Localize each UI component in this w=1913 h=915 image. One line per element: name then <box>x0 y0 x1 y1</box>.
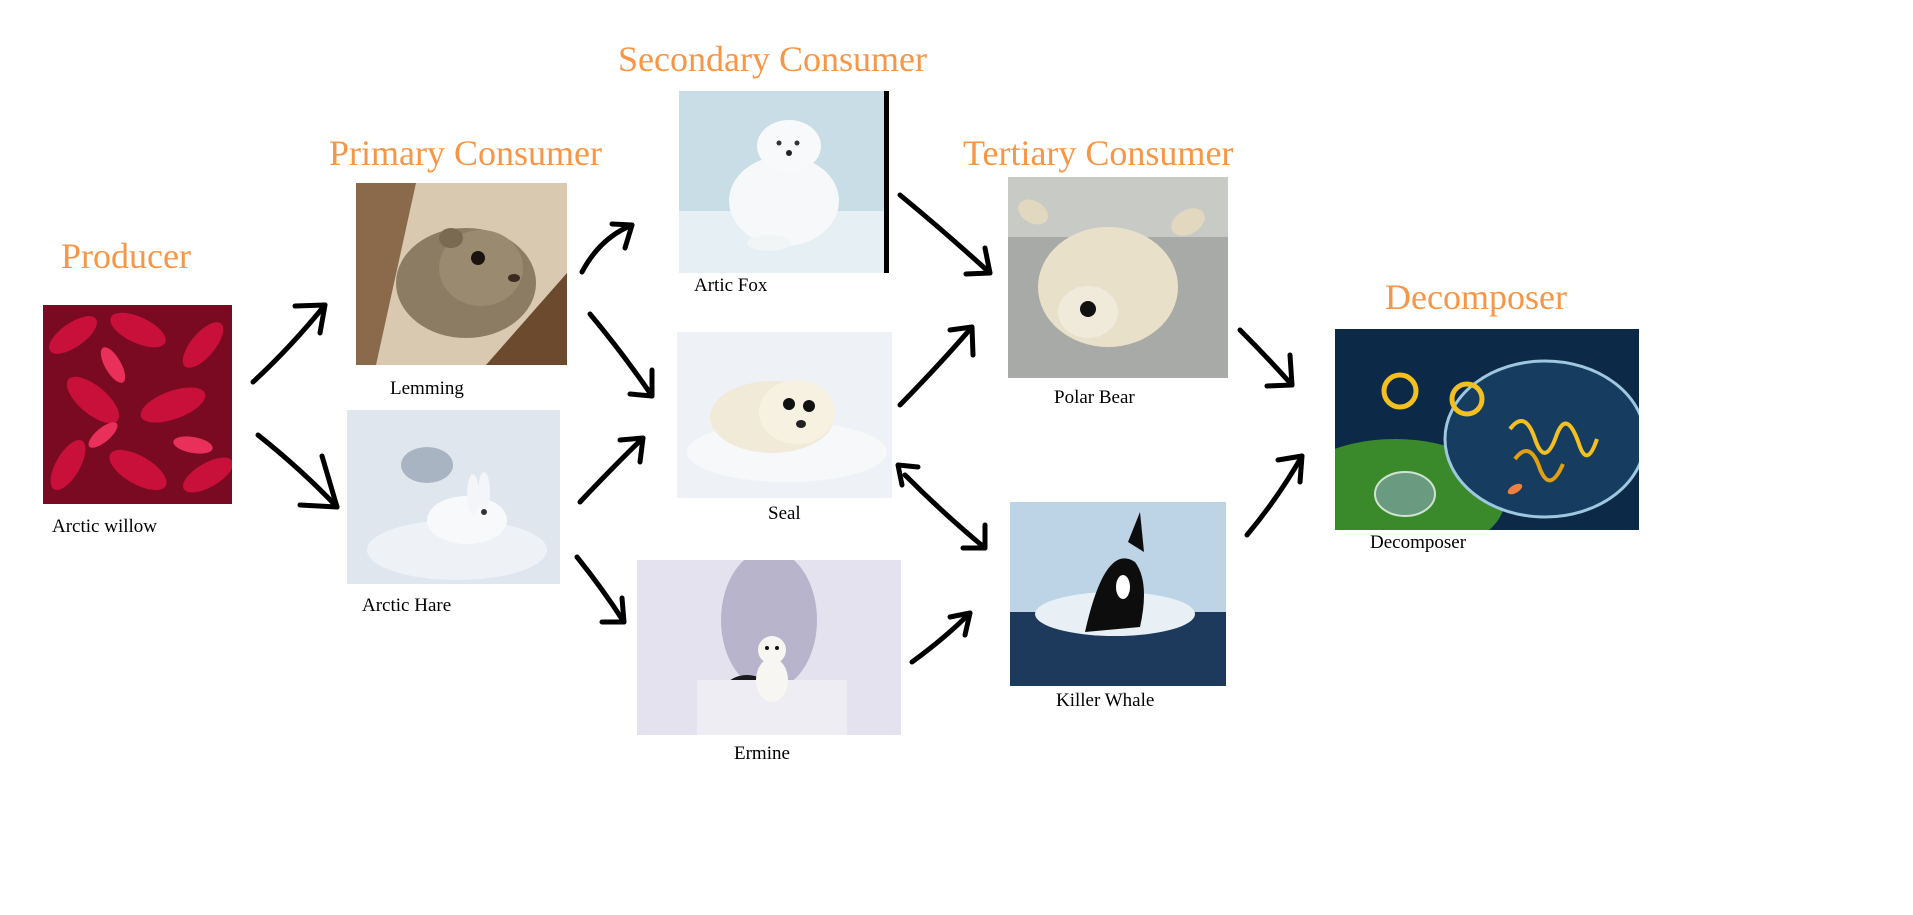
arrow-arctic-hare-to-ermine <box>574 554 627 625</box>
artic-fox-image <box>679 91 889 273</box>
heading-primary-consumer: Primary Consumer <box>329 133 602 173</box>
arctic-willow-label: Arctic willow <box>52 516 158 537</box>
polar-bear-label: Polar Bear <box>1054 387 1135 408</box>
killer-whale-label: Killer Whale <box>1056 690 1155 711</box>
ermine-image <box>637 560 901 735</box>
arrow-lemming-to-seal <box>587 311 655 399</box>
arrow-ermine-to-killer-whale <box>909 610 973 665</box>
arrow-killer-whale-to-decomposer <box>1244 453 1305 538</box>
arrow-arctic-willow-to-arctic-hare <box>255 432 340 510</box>
arrow-arctic-willow-to-lemming <box>250 302 328 385</box>
arrow-killer-whale-to-seal <box>895 462 921 488</box>
arrow-seal-to-killer-whale <box>902 472 988 551</box>
arrow-polar-bear-to-decomposer <box>1237 327 1295 389</box>
decomposer-image <box>1335 329 1639 530</box>
lemming-label: Lemming <box>390 378 464 399</box>
killer-whale-image <box>1010 502 1226 686</box>
ermine-label: Ermine <box>734 743 790 764</box>
arctic-hare-label: Arctic Hare <box>362 595 452 616</box>
arctic-hare-image <box>347 410 560 584</box>
arrow-artic-fox-to-polar-bear <box>897 192 993 277</box>
seal-image <box>677 332 892 498</box>
arrow-lemming-to-artic-fox <box>579 221 635 275</box>
arrow-seal-to-polar-bear <box>897 324 976 408</box>
arctic-willow-image <box>43 305 232 504</box>
heading-secondary-consumer: Secondary Consumer <box>618 39 927 79</box>
seal-label: Seal <box>768 503 801 524</box>
arrow-arctic-hare-to-seal <box>577 435 646 505</box>
heading-producer: Producer <box>61 236 191 276</box>
artic-fox-label: Artic Fox <box>694 275 768 296</box>
polar-bear-image <box>1008 177 1228 378</box>
lemming-image <box>356 183 567 365</box>
heading-decomposer: Decomposer <box>1385 277 1567 317</box>
decomposer-label: Decomposer <box>1370 532 1467 553</box>
heading-tertiary-consumer: Tertiary Consumer <box>963 133 1234 173</box>
